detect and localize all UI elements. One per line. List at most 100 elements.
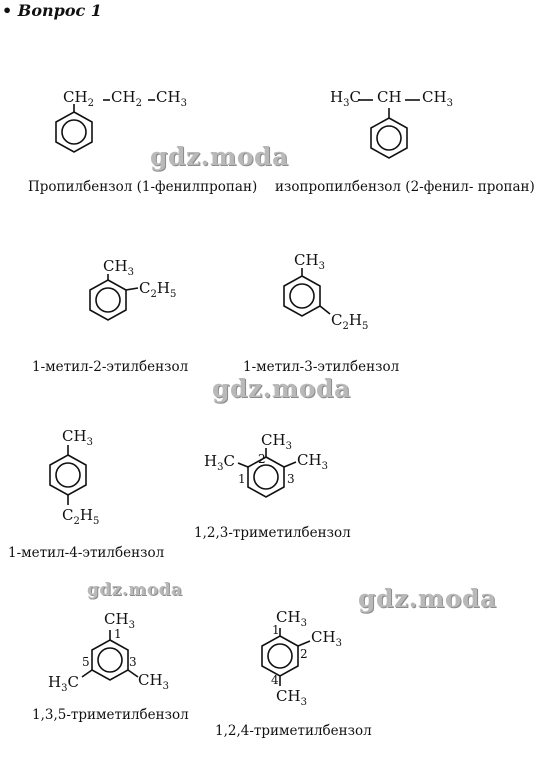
atom-ch: CH <box>261 431 286 449</box>
caption-1-2-3-trimethylbenzene: 1,2,3-триметилбензол <box>194 525 351 541</box>
subscript: 3 <box>217 462 224 473</box>
ring-aromatic-circle <box>55 462 81 488</box>
atom-h: H <box>48 673 62 691</box>
formula-group-ch3-right: CH3 <box>138 673 169 692</box>
atom-ch: CH <box>422 88 447 106</box>
ring-hexagon <box>283 275 321 317</box>
atom-ch: CH <box>276 608 301 626</box>
atom-h: H <box>348 311 362 329</box>
formula-group-ch3-top: CH3 <box>276 610 307 629</box>
atom-ch: CH <box>103 257 128 275</box>
formula-group-ch2-second: CH2 <box>111 90 142 109</box>
subscript: 3 <box>127 267 134 278</box>
ring-position-2: 2 <box>258 452 266 466</box>
atom-ch: CH <box>156 88 181 106</box>
ring-position-3: 3 <box>129 655 137 669</box>
subscript: 3 <box>300 697 307 708</box>
subscript: 3 <box>343 98 350 109</box>
formula-group-h3c: H3C <box>48 675 79 694</box>
bond-line <box>297 640 311 647</box>
caption-1-methyl-3-ethylbenzene: 1-метил-3-этилбензол <box>243 359 400 375</box>
benzene-ring-propylbenzene <box>55 99 155 153</box>
formula-group-ch3: CH3 <box>156 90 187 109</box>
subscript: 3 <box>446 98 453 109</box>
atom-c: C <box>139 279 151 297</box>
subscript: 3 <box>300 618 307 629</box>
benzene-ring-1-methyl-2-ethyl <box>89 274 139 321</box>
subscript: 3 <box>321 461 328 472</box>
subscript: 3 <box>61 683 68 694</box>
ring-position-4: 4 <box>271 673 279 687</box>
benzene-ring-1-3-5-trimethyl <box>81 630 139 681</box>
ring-position-3: 3 <box>287 472 295 486</box>
caption-1-3-5-trimethylbenzene: 1,3,5-триметилбензол <box>32 707 189 723</box>
formula-group-ch3: CH3 <box>62 429 93 448</box>
formula-group-ch3: CH3 <box>422 90 453 109</box>
atom-h: H <box>79 506 93 524</box>
ring-position-1: 1 <box>272 623 280 637</box>
formula-group-ch3: CH3 <box>103 259 134 278</box>
atom-h: H <box>204 452 218 470</box>
ring-aromatic-circle <box>61 119 87 145</box>
atom-c: C <box>67 673 79 691</box>
formula-group-ch3-right: CH3 <box>311 630 342 649</box>
bond-line <box>81 669 93 678</box>
formula-group-c2h5: C2H5 <box>331 313 368 332</box>
subscript: 5 <box>169 289 177 300</box>
subscript: 3 <box>162 681 169 692</box>
benzene-ring-1-2-3-trimethyl <box>237 448 297 498</box>
ring-position-2: 2 <box>300 647 308 661</box>
atom-c: C <box>223 452 235 470</box>
formula-group-c2h5: C2H5 <box>139 281 176 300</box>
atom-ch: CH <box>297 451 322 469</box>
watermark-logo: gdz.moda <box>150 142 289 171</box>
benzene-ring-1-methyl-3-ethyl <box>283 268 331 317</box>
atom-c: C <box>331 311 343 329</box>
atom-c: C <box>349 88 361 106</box>
watermark-logo: gdz.moda <box>87 580 183 600</box>
subscript: 2 <box>135 98 142 109</box>
subscript: 5 <box>361 321 369 332</box>
formula-group-ch3: CH3 <box>294 253 325 272</box>
ring-position-1: 1 <box>114 627 122 641</box>
subscript: 2 <box>73 516 80 527</box>
formula-group-ch3-bottom: CH3 <box>276 689 307 708</box>
watermark-logo: gdz.moda <box>358 584 497 613</box>
ring-position-1: 1 <box>238 472 246 486</box>
benzene-ring-1-2-4-trimethyl <box>261 628 311 686</box>
formula-group-h3c: H3C <box>330 90 361 109</box>
caption-isopropylbenzene: изопропилбензол (2-фенил- пропан) <box>275 179 535 195</box>
bond-line <box>283 461 297 468</box>
benzene-ring-isopropylbenzene <box>358 99 420 159</box>
ring-aromatic-circle <box>95 287 121 313</box>
formula-group-h3c: H3C <box>204 454 235 473</box>
bond-line <box>237 462 249 468</box>
ring-aromatic-circle <box>267 643 293 669</box>
subscript: 2 <box>150 289 157 300</box>
atom-ch: CH <box>62 427 87 445</box>
formula-group-ch3-right: CH3 <box>297 453 328 472</box>
bond-line <box>127 669 139 678</box>
subscript: 2 <box>342 321 349 332</box>
caption-1-methyl-2-ethylbenzene: 1-метил-2-этилбензол <box>32 359 189 375</box>
atom-ch: CH <box>104 610 129 628</box>
ring-hexagon <box>370 117 408 159</box>
bond-line <box>125 287 139 291</box>
subscript: 3 <box>86 437 93 448</box>
bond-line <box>319 305 331 315</box>
atom-h: H <box>330 88 344 106</box>
atom-ch: CH <box>294 251 319 269</box>
subscript: 2 <box>87 98 94 109</box>
ring-aromatic-circle <box>289 283 315 309</box>
caption-1-2-4-trimethylbenzene: 1,2,4-триметилбензол <box>215 723 372 739</box>
atom-ch: CH <box>311 628 336 646</box>
caption-1-methyl-4-ethylbenzene: 1-метил-4-этилбензол <box>8 545 165 561</box>
atom-ch: CH <box>111 88 136 106</box>
subscript: 3 <box>128 620 135 631</box>
subscript: 3 <box>318 261 325 272</box>
subscript: 5 <box>92 516 100 527</box>
ring-hexagon <box>91 639 129 681</box>
subscript: 3 <box>180 98 187 109</box>
formula-group-ch3-top: CH3 <box>261 433 292 452</box>
subscript: 3 <box>335 638 342 649</box>
